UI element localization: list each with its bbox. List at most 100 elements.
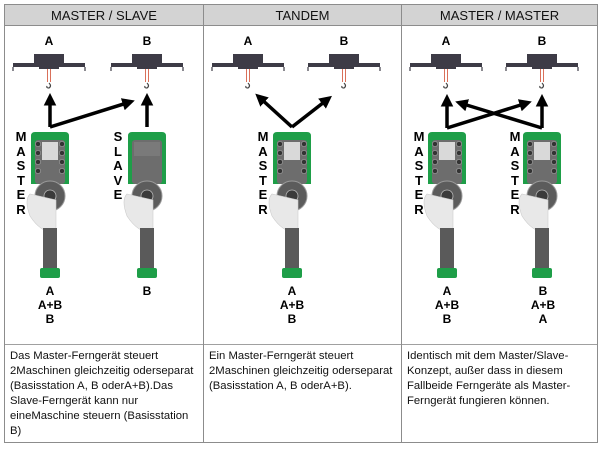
side-button	[456, 141, 462, 147]
trolley-base	[137, 67, 157, 69]
side-button	[277, 168, 283, 174]
crane-label-a: A	[44, 34, 54, 48]
column-header: MASTER / MASTER	[402, 5, 597, 26]
text-line: Identisch mit dem Master/Slave-	[407, 350, 569, 362]
role-letter: E	[414, 187, 424, 202]
crane-label-b: B	[339, 34, 349, 48]
side-button	[456, 168, 462, 174]
diagram-svg	[211, 54, 381, 278]
text-line: A+B	[37, 298, 63, 312]
text-line: Das Master-Ferngerät steuert 2	[10, 350, 159, 377]
side-button	[301, 159, 307, 165]
role-letter: E	[16, 187, 26, 202]
text-line: A	[538, 312, 548, 326]
side-button	[551, 168, 557, 174]
role-letter: S	[510, 158, 520, 173]
text-line: B	[45, 312, 55, 326]
role-letter: T	[17, 172, 25, 188]
role-letter: R	[258, 201, 268, 217]
side-button	[432, 159, 438, 165]
display-screen	[284, 142, 300, 160]
side-button	[432, 168, 438, 174]
master-remote-icon	[26, 132, 69, 278]
role-letter: T	[259, 172, 267, 188]
role-letter: E	[258, 187, 268, 202]
side-button	[527, 168, 533, 174]
text-line: Maschine steuern (Basisstation B)	[10, 410, 189, 437]
crane-label-a: A	[441, 34, 451, 48]
arrow-master-to-b	[49, 98, 135, 129]
role-letter: M	[15, 129, 27, 144]
crane-beam	[212, 63, 284, 67]
handle-base	[40, 268, 60, 278]
trolley-base	[334, 67, 354, 69]
trolley-base	[532, 67, 552, 69]
crane-icon	[409, 54, 483, 89]
handle	[535, 228, 549, 270]
side-button	[35, 150, 41, 156]
crane-icon	[12, 54, 86, 89]
handle-base	[532, 268, 552, 278]
role-letter: M	[509, 129, 521, 144]
side-button	[456, 159, 462, 165]
crane-beam	[308, 63, 380, 67]
role-letter: A	[113, 158, 123, 173]
side-button	[277, 150, 283, 156]
role-letter: E	[113, 187, 123, 202]
role-letter: T	[511, 172, 519, 188]
side-button	[59, 159, 65, 165]
text-line: Konzept, außer dass in diesem Fall	[407, 365, 563, 392]
side-button	[59, 150, 65, 156]
description: Ein Master-Ferngerät steuert 2Maschinen …	[204, 345, 401, 398]
trolley-base	[39, 67, 59, 69]
handle	[140, 228, 154, 270]
trolley-base	[436, 67, 456, 69]
role-letter: T	[415, 172, 423, 188]
handle-base	[282, 268, 302, 278]
side-button	[527, 159, 533, 165]
role-letter: A	[510, 143, 520, 159]
side-button	[301, 168, 307, 174]
role-letter: M	[413, 129, 425, 144]
text-line: B	[538, 284, 548, 298]
hook	[144, 82, 150, 89]
text-line: Maschinen gleichzeitig oder	[215, 365, 355, 377]
role-letter: S	[113, 129, 123, 144]
master-remote-icon	[423, 132, 466, 278]
side-button	[551, 150, 557, 156]
crane-label-a: A	[243, 34, 253, 48]
side-button	[301, 141, 307, 147]
side-button	[432, 150, 438, 156]
trolley	[233, 54, 263, 63]
text-line: A+B	[530, 298, 556, 312]
text-line: Das Slave-Ferngerät kann nur eine	[10, 380, 173, 422]
text-line: B	[142, 284, 152, 298]
trolley	[329, 54, 359, 63]
text-line: Maschinen gleichzeitig oder	[16, 365, 156, 377]
slave-remote-icon	[123, 132, 166, 278]
text-line: A+B	[434, 298, 460, 312]
text-line: A	[442, 284, 452, 298]
hook	[245, 82, 251, 89]
text-line: A	[45, 284, 55, 298]
display-screen	[534, 142, 550, 160]
handle-base	[437, 268, 457, 278]
trolley	[132, 54, 162, 63]
side-button	[35, 141, 41, 147]
display-screen	[439, 142, 455, 160]
role-letter: L	[114, 143, 122, 159]
description: Das Master-Ferngerät steuert 2Maschinen …	[5, 345, 203, 443]
column-header: MASTER / SLAVE	[5, 5, 203, 26]
text-line: Ferngerät fungieren können.	[407, 395, 550, 407]
crane-beam	[111, 63, 183, 67]
